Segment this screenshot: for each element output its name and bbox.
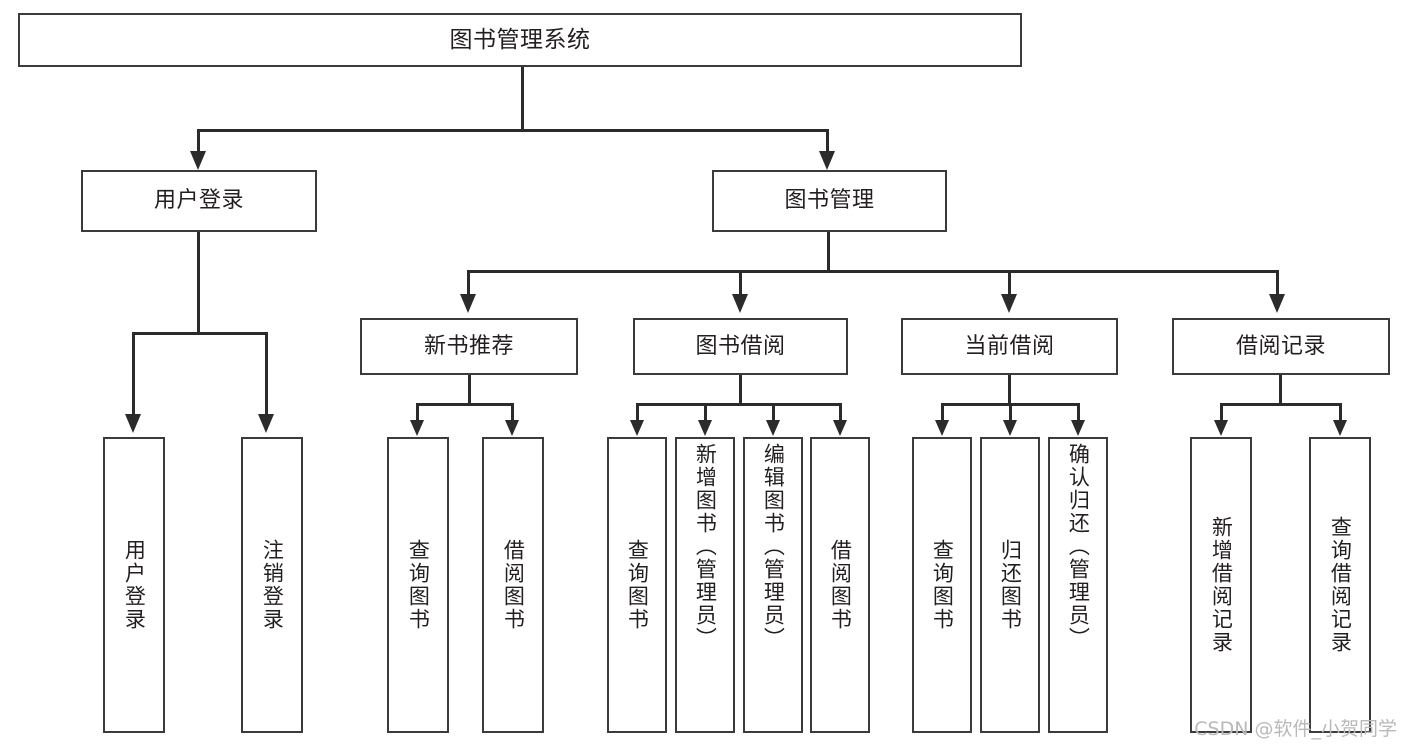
leaf-current-borrow-confirm-label: 确认归还（管理员） [1066, 443, 1091, 650]
connector-to-borrow-record [1276, 270, 1279, 296]
node-user-login-label: 用户登录 [153, 188, 244, 214]
leaf-book-borrow-borrow-label: 借阅图书 [828, 539, 853, 631]
connector-user-login-bus [132, 332, 268, 335]
node-book-manage-label: 图书管理 [784, 188, 875, 214]
arrowhead-to-borrow-record [1269, 294, 1285, 313]
leaf-book-borrow-borrow[interactable]: 借阅图书 [810, 437, 870, 733]
leaf-book-borrow-query-label: 查询图书 [625, 539, 650, 631]
connector-book-borrow-drop-1 [636, 403, 639, 422]
arrowhead-to-current-borrow [1001, 294, 1017, 313]
connector-current-borrow-drop-3 [1077, 403, 1080, 422]
arrowhead-to-user-login [190, 151, 206, 170]
connector-book-borrow-drop-3 [772, 403, 775, 422]
connector-to-book-manage [826, 129, 829, 153]
connector-borrow-record-stem [1279, 375, 1282, 405]
leaf-book-borrow-query[interactable]: 查询图书 [607, 437, 667, 733]
leaf-user-login-logout-label: 注销登录 [260, 539, 285, 631]
node-new-book-recommend-label: 新书推荐 [423, 333, 514, 359]
arrowhead-new-book-leaf-1 [410, 420, 424, 436]
leaf-borrow-record-query[interactable]: 查询借阅记录 [1309, 437, 1371, 733]
node-borrow-record-label: 借阅记录 [1235, 333, 1326, 359]
leaf-new-book-borrow-label: 借阅图书 [501, 539, 526, 631]
leaf-current-borrow-query-label: 查询图书 [930, 539, 955, 631]
node-user-login[interactable]: 用户登录 [81, 170, 317, 232]
connector-to-current-borrow [1008, 270, 1011, 296]
connector-borrow-record-bus [1220, 403, 1342, 406]
connector-to-book-borrow [739, 270, 742, 296]
leaf-borrow-record-add[interactable]: 新增借阅记录 [1190, 437, 1252, 733]
leaf-new-book-borrow[interactable]: 借阅图书 [482, 437, 544, 733]
leaf-new-book-query-label: 查询图书 [406, 539, 431, 631]
leaf-user-login-logout[interactable]: 注销登录 [241, 437, 303, 733]
connector-current-borrow-drop-2 [1009, 403, 1012, 422]
node-book-borrow-label: 图书借阅 [695, 333, 786, 359]
connector-book-borrow-drop-2 [704, 403, 707, 422]
connector-root-stem [521, 67, 524, 129]
leaf-book-borrow-add[interactable]: 新增图书（管理员） [675, 437, 735, 733]
node-borrow-record[interactable]: 借阅记录 [1172, 318, 1390, 375]
leaf-user-login-login[interactable]: 用户登录 [103, 437, 165, 733]
node-current-borrow-label: 当前借阅 [964, 333, 1055, 359]
arrowhead-borrow-record-leaf-1 [1214, 420, 1228, 436]
arrowhead-user-login-leaf-2 [258, 414, 274, 433]
leaf-borrow-record-add-label: 新增借阅记录 [1209, 516, 1234, 654]
connector-book-borrow-drop-4 [839, 403, 842, 422]
connector-new-book-drop-1 [416, 403, 419, 422]
leaf-current-borrow-return-label: 归还图书 [998, 539, 1023, 631]
node-current-borrow[interactable]: 当前借阅 [901, 318, 1118, 375]
arrowhead-to-new-book [460, 294, 476, 313]
leaf-current-borrow-query[interactable]: 查询图书 [912, 437, 972, 733]
leaf-user-login-login-label: 用户登录 [122, 539, 147, 631]
arrowhead-current-borrow-leaf-2 [1003, 420, 1017, 436]
arrowhead-user-login-leaf-1 [125, 414, 141, 433]
connector-to-new-book [467, 270, 470, 296]
arrowhead-book-borrow-leaf-1 [630, 420, 644, 436]
arrowhead-to-book-borrow [732, 294, 748, 313]
connector-to-user-login [197, 129, 200, 153]
connector-borrow-record-drop-2 [1339, 403, 1342, 422]
leaf-current-borrow-confirm[interactable]: 确认归还（管理员） [1048, 437, 1108, 733]
connector-book-borrow-stem [739, 375, 742, 405]
connector-level2-bus [197, 129, 828, 132]
node-root-system[interactable]: 图书管理系统 [18, 13, 1022, 67]
arrowhead-book-borrow-leaf-3 [766, 420, 780, 436]
connector-book-borrow-bus [636, 403, 841, 406]
connector-new-book-stem [468, 375, 471, 405]
node-new-book-recommend[interactable]: 新书推荐 [360, 318, 578, 375]
node-book-manage[interactable]: 图书管理 [712, 170, 947, 232]
arrowhead-new-book-leaf-2 [505, 420, 519, 436]
connector-new-book-bus [416, 403, 514, 406]
connector-user-login-drop-2 [265, 332, 268, 416]
leaf-borrow-record-query-label: 查询借阅记录 [1328, 516, 1353, 654]
leaf-new-book-query[interactable]: 查询图书 [387, 437, 449, 733]
connector-level3-bus [467, 270, 1279, 273]
leaf-book-borrow-edit-label: 编辑图书（管理员） [761, 443, 786, 650]
connector-user-login-drop-1 [132, 332, 135, 416]
connector-borrow-record-drop-1 [1220, 403, 1223, 422]
node-root-system-label: 图书管理系统 [449, 26, 591, 53]
arrowhead-to-book-manage [819, 151, 835, 170]
connector-user-login-stem [197, 232, 200, 334]
arrowhead-current-borrow-leaf-3 [1071, 420, 1085, 436]
node-book-borrow[interactable]: 图书借阅 [633, 318, 848, 375]
arrowhead-current-borrow-leaf-1 [935, 420, 949, 436]
connector-book-manage-stem [827, 232, 830, 272]
leaf-current-borrow-return[interactable]: 归还图书 [980, 437, 1040, 733]
leaf-book-borrow-add-label: 新增图书（管理员） [693, 443, 718, 650]
arrowhead-borrow-record-leaf-2 [1333, 420, 1347, 436]
arrowhead-book-borrow-leaf-4 [833, 420, 847, 436]
connector-new-book-drop-2 [511, 403, 514, 422]
connector-current-borrow-drop-1 [941, 403, 944, 422]
leaf-book-borrow-edit[interactable]: 编辑图书（管理员） [743, 437, 803, 733]
arrowhead-book-borrow-leaf-2 [698, 420, 712, 436]
connector-current-borrow-stem [1008, 375, 1011, 405]
